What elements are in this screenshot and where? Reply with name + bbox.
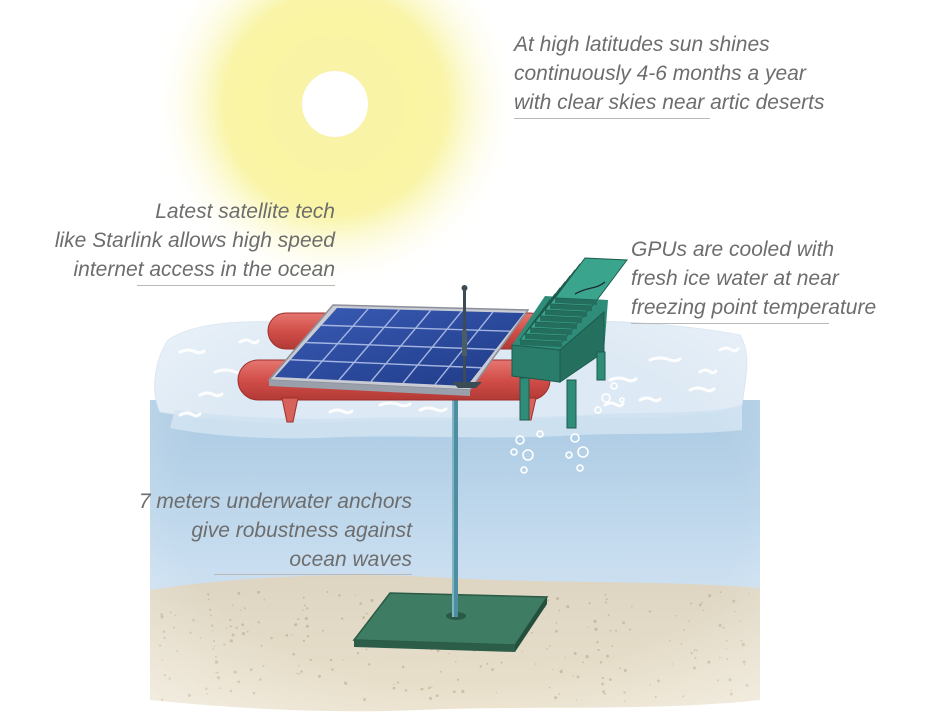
panel-grid-line: [290, 359, 482, 369]
satellite-caption-line-2: like Starlink allows high speed: [54, 229, 335, 252]
bubble: [576, 464, 584, 472]
gpu-rack-icon: [511, 257, 628, 429]
cooling-bubbles: [510, 382, 625, 474]
bubble: [522, 449, 534, 461]
cooling-caption: GPUs are cooled with fresh ice water at …: [631, 235, 876, 322]
panel-grid-line: [321, 324, 510, 332]
sun-caption: At high latitudes sun shines continuousl…: [514, 30, 824, 117]
bubble: [515, 435, 525, 445]
sun-caption-line-3: with clear skies near artic deserts: [514, 91, 825, 114]
anchor-caption-line-3: ocean waves: [289, 548, 412, 571]
sun-caption-line-1: At high latitudes sun shines: [514, 33, 770, 56]
satellite-caption-underline: [137, 285, 335, 286]
cooling-caption-underline: [631, 323, 829, 324]
satellite-caption-line-1: Latest satellite tech: [155, 200, 335, 223]
bubble: [619, 397, 625, 403]
bubble: [610, 382, 618, 390]
cooling-caption-line-1: GPUs are cooled with: [631, 238, 835, 261]
bubble: [577, 446, 589, 458]
cooling-caption-line-2: fresh ice water at near: [631, 267, 839, 290]
bubble: [594, 406, 602, 414]
anchor-caption-line-2: give robustness against: [191, 519, 412, 542]
gpu-unit: [554, 257, 628, 305]
antenna-icon: [452, 285, 482, 388]
bubble: [510, 448, 518, 456]
bubble: [570, 433, 580, 443]
sun-icon: [150, 0, 520, 289]
anchor-plate-icon: [352, 592, 549, 652]
bubble: [565, 451, 573, 459]
cooling-caption-line-3: freezing point temperature: [631, 296, 877, 319]
anchor-caption: 7 meters underwater anchors give robustn…: [60, 487, 412, 574]
anchor-caption-line-1: 7 meters underwater anchors: [138, 490, 412, 513]
anchor-caption-underline: [214, 574, 412, 575]
satellite-caption-line-3: internet access in the ocean: [73, 258, 336, 281]
satellite-caption: Latest satellite tech like Starlink allo…: [20, 197, 335, 284]
anchor-pole: [452, 395, 458, 617]
bubble: [520, 466, 528, 474]
bubble: [601, 393, 611, 403]
sun-caption-underline: [514, 118, 710, 119]
bubble: [536, 430, 544, 438]
sun-caption-line-2: continuously 4-6 months a year: [514, 62, 806, 85]
